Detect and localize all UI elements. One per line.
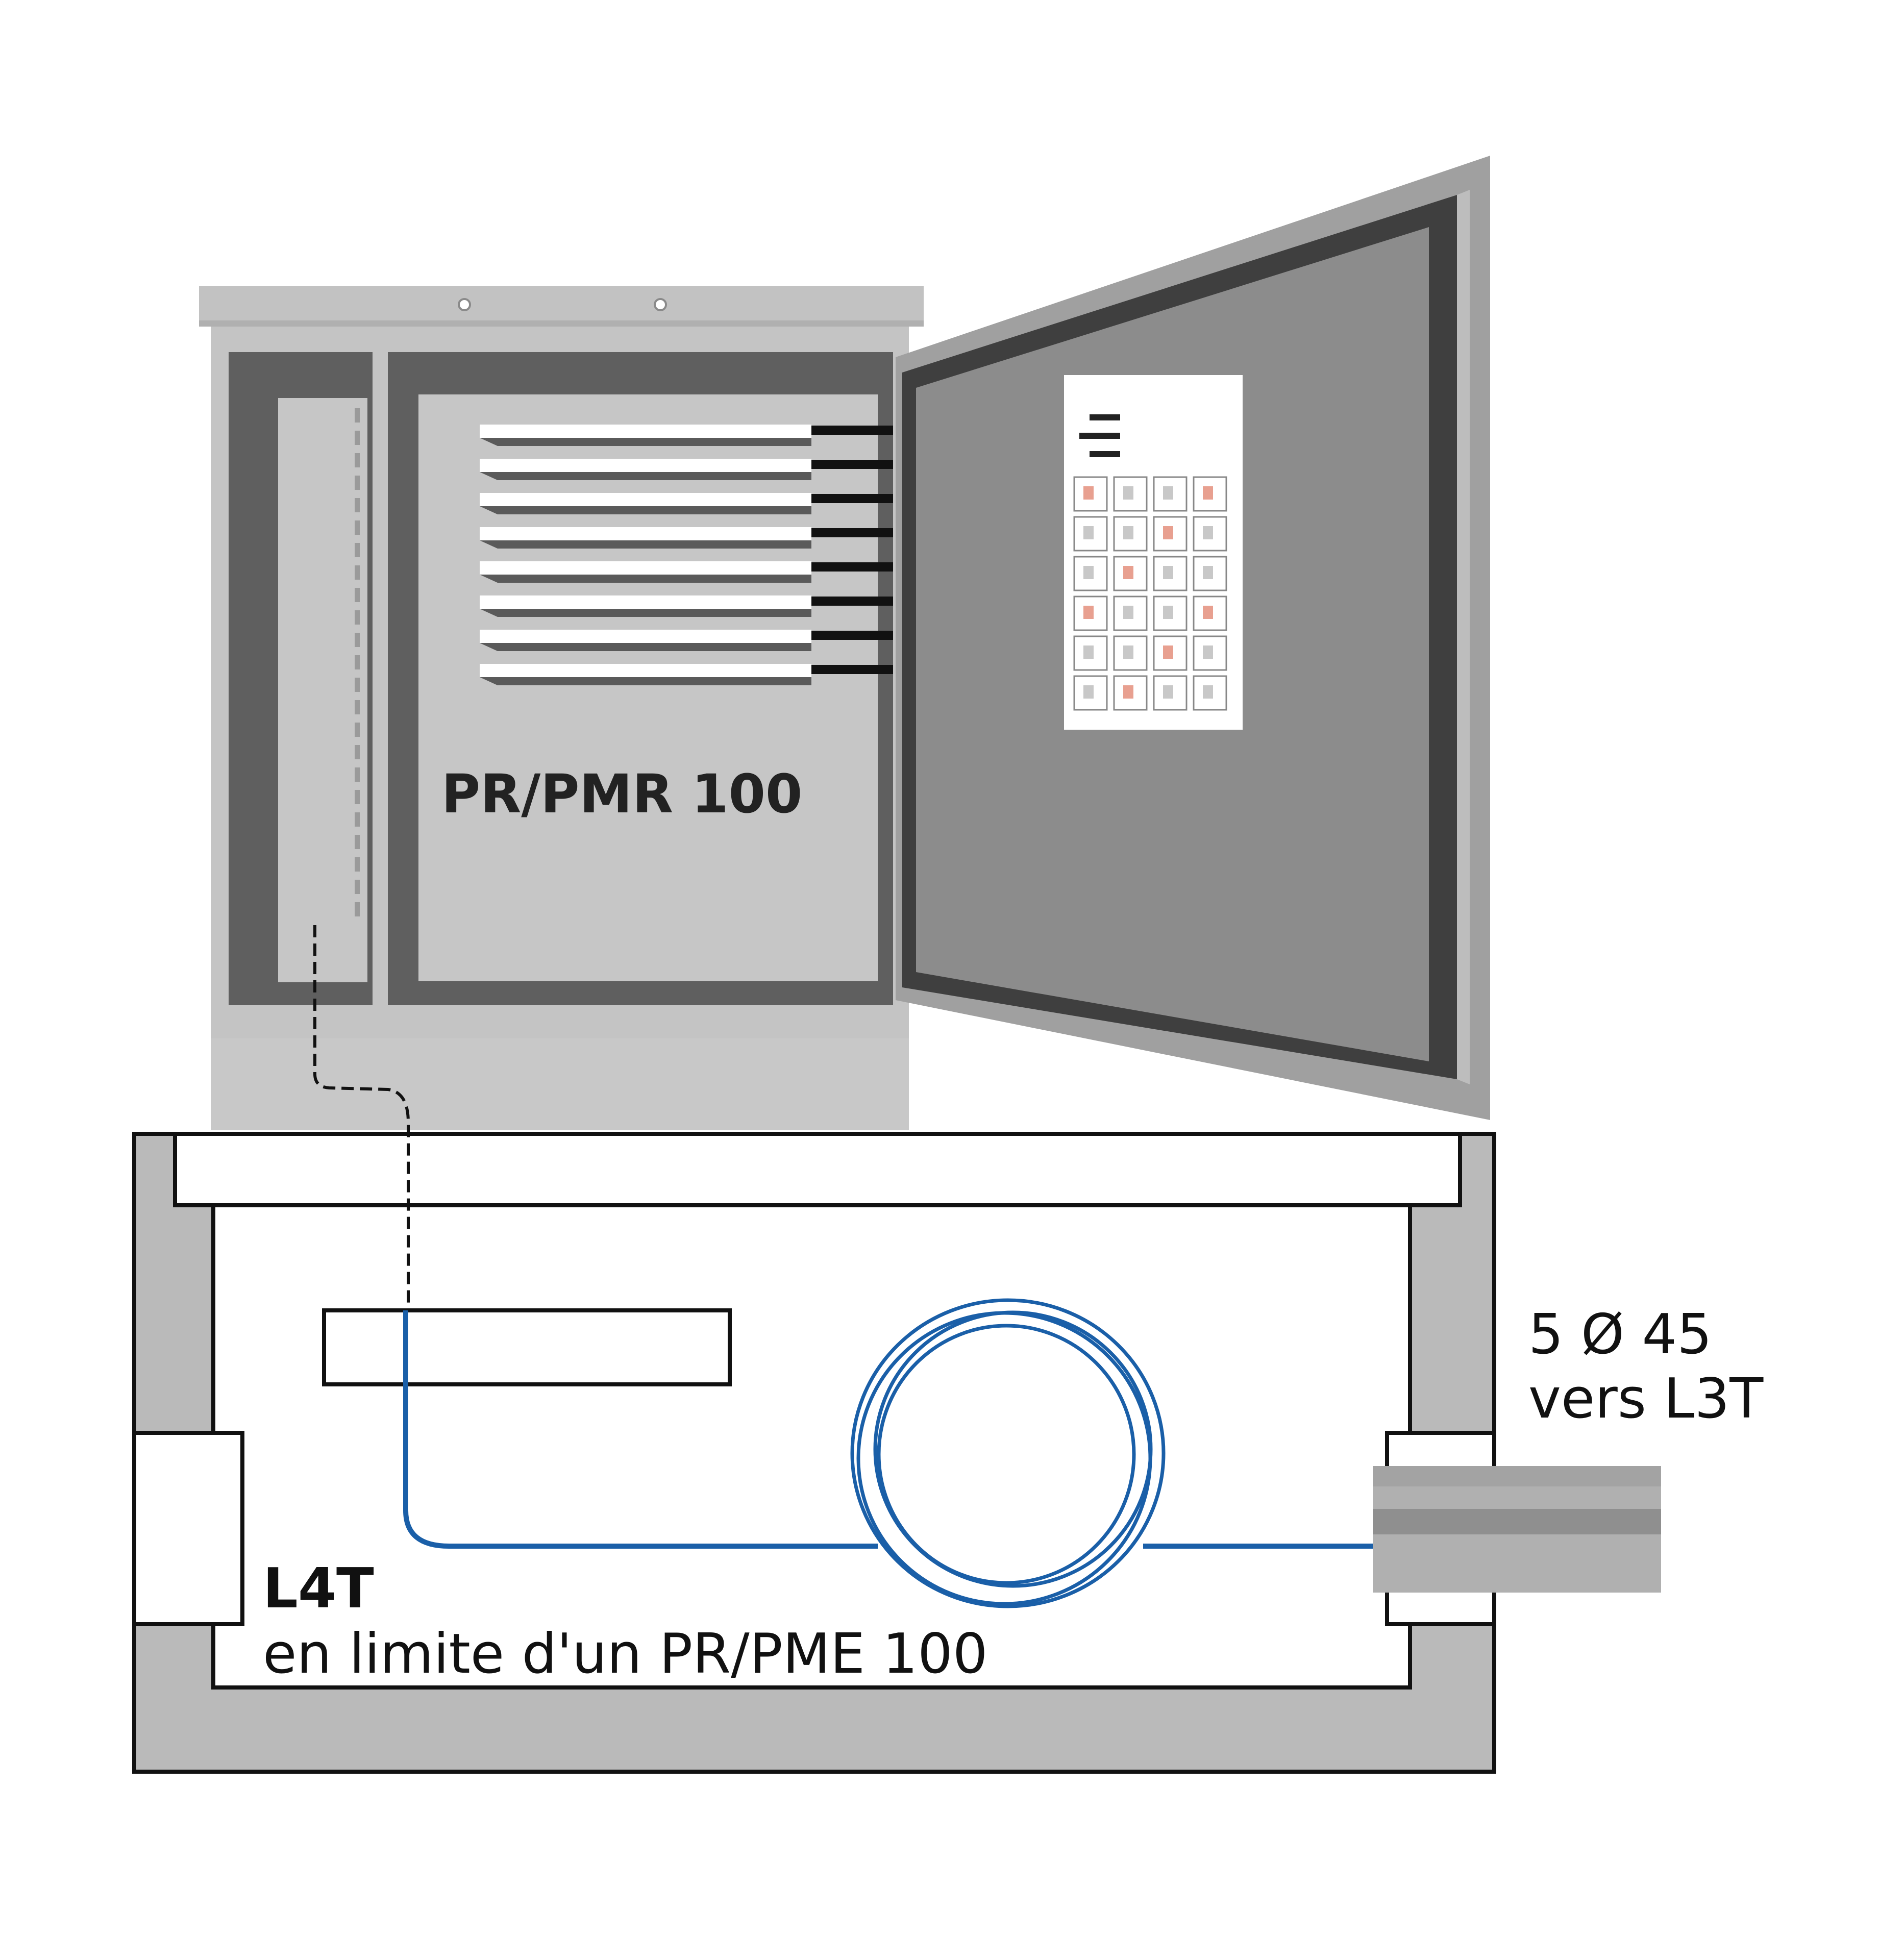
sheet-cell [1153, 635, 1188, 671]
cabinet-plinth [211, 1038, 909, 1130]
splice-tray [480, 459, 893, 480]
sheet-cell [1193, 516, 1227, 552]
sheet-cell [1073, 675, 1108, 711]
splice-tray [480, 630, 893, 651]
door-wiring-sheet [1064, 375, 1243, 730]
chamber-interior [211, 1203, 1412, 1690]
sheet-cell [1073, 556, 1108, 591]
sheet-title-line [1090, 414, 1120, 420]
street-cabinet: PR/PMR 100 [199, 286, 924, 1130]
cabinet-door [896, 156, 1490, 1120]
sheet-cell [1153, 516, 1188, 552]
sheet-cell [1193, 556, 1227, 591]
fiber-cable-coil [850, 1298, 1166, 1608]
splice-tray [480, 527, 893, 549]
sheet-cell [1193, 476, 1227, 512]
sheet-cell [1073, 516, 1108, 552]
sheet-cell [1153, 556, 1188, 591]
sheet-cell [1073, 595, 1108, 631]
duct-bundle [1373, 1466, 1661, 1593]
sheet-title-line [1079, 433, 1120, 439]
wiring-sheet-grid [1073, 414, 1227, 711]
sheet-cell [1113, 556, 1148, 591]
sheet-cell [1153, 476, 1188, 512]
duct-label-count: 5 Ø 45 [1528, 1303, 1712, 1367]
splice-tray [480, 664, 893, 685]
sheet-cell [1073, 635, 1108, 671]
left-wall-opening [132, 1431, 244, 1626]
chamber-lid [173, 1132, 1462, 1207]
chamber: L4T en limite d'un PR/PME 100 [132, 925, 1661, 1774]
cabinet-screw-icon [654, 298, 667, 311]
splice-tray [480, 561, 893, 583]
sheet-cell [1193, 675, 1227, 711]
chamber-title: L4T [263, 1557, 374, 1621]
cabinet-top-cap [199, 286, 924, 327]
sheet-cell [1113, 516, 1148, 552]
sheet-cell [1113, 675, 1148, 711]
sheet-cell [1113, 476, 1148, 512]
sheet-cell [1153, 675, 1188, 711]
sheet-cell [1153, 595, 1188, 631]
fiber-cable [403, 1310, 1375, 1549]
sheet-cell [1073, 476, 1108, 512]
duct-label-destination: vers L3T [1528, 1367, 1764, 1431]
splice-tray [480, 425, 893, 446]
sheet-cell [1193, 635, 1227, 671]
sheet-cell [1113, 635, 1148, 671]
splice-tray [480, 493, 893, 514]
splice-tray [480, 595, 893, 617]
cabinet-label: PR/PMR 100 [441, 763, 802, 825]
sheet-cell [1113, 595, 1148, 631]
sheet-title-line [1090, 451, 1120, 457]
splice-tray-stack [480, 425, 893, 685]
chamber-subtitle: en limite d'un PR/PME 100 [263, 1622, 988, 1686]
sheet-cell [1193, 595, 1227, 631]
cabinet-screw-icon [458, 298, 471, 311]
chamber-support-bar [322, 1308, 732, 1386]
cabinet-link-dashed [313, 925, 410, 1310]
